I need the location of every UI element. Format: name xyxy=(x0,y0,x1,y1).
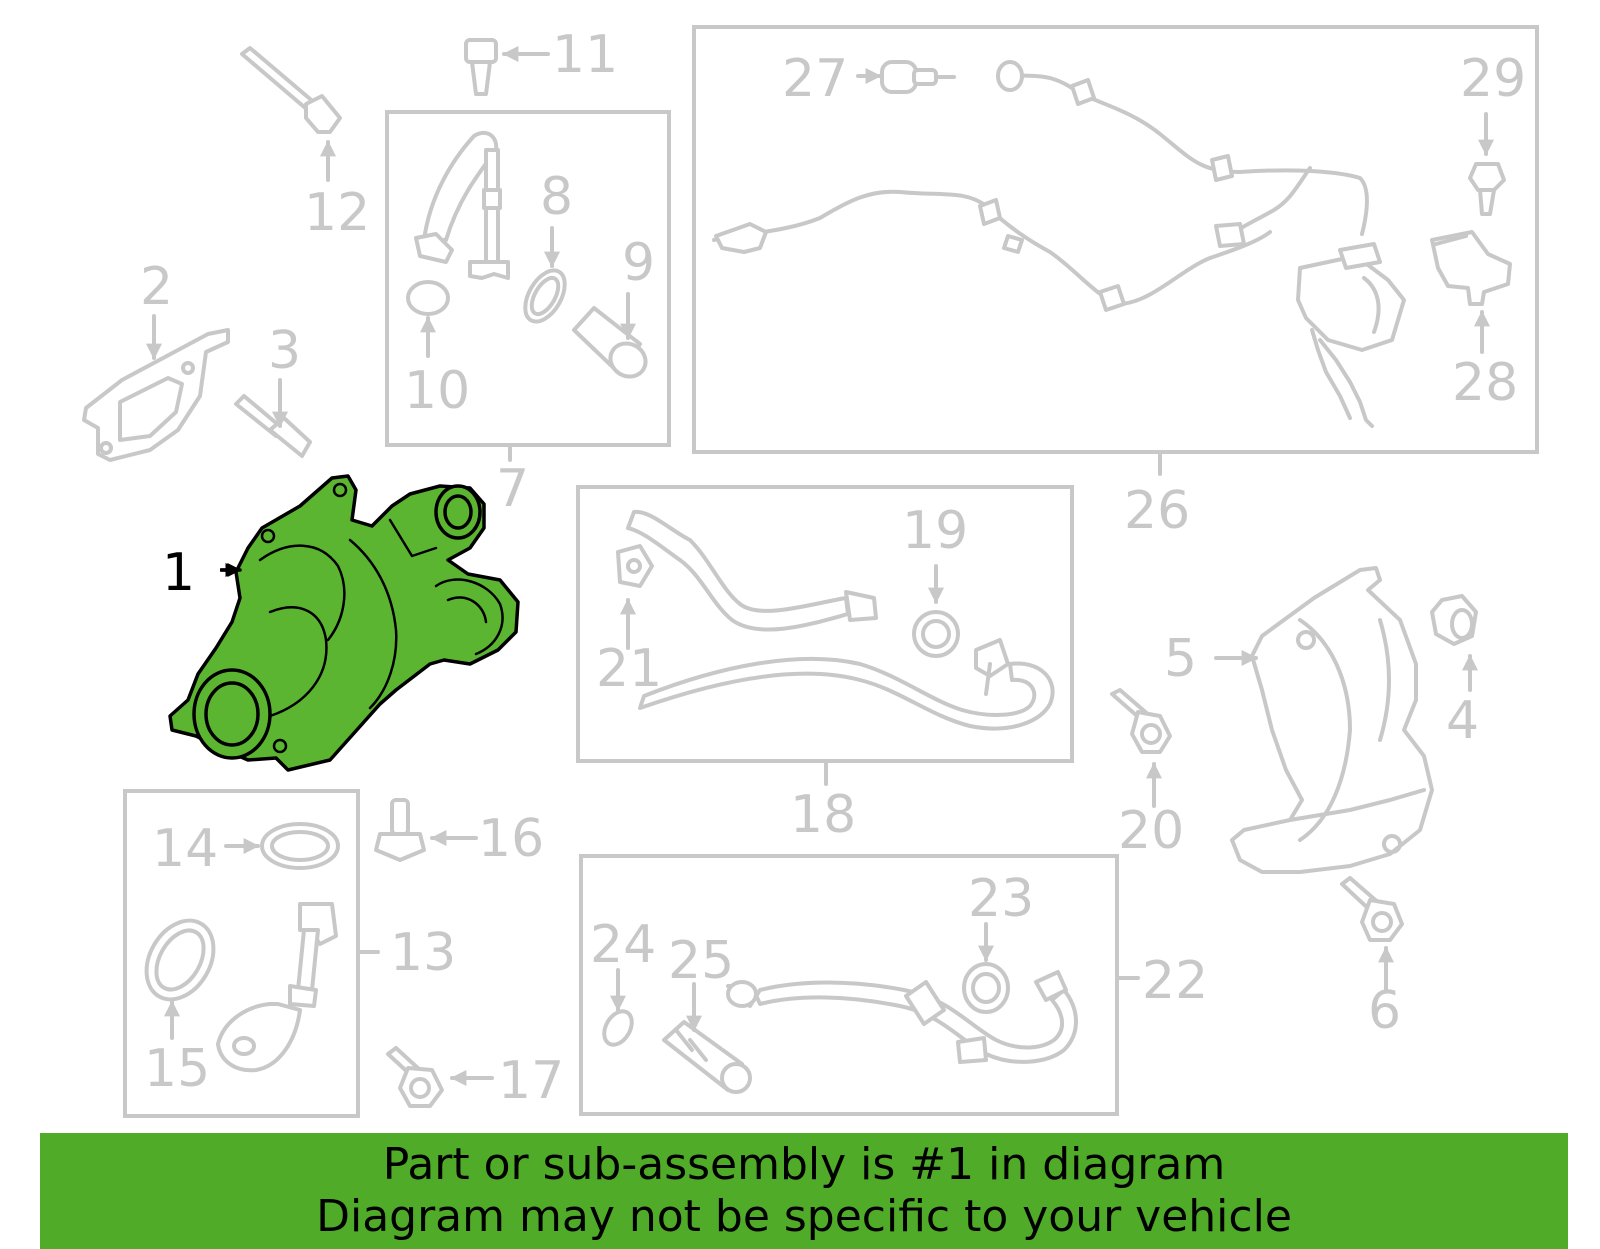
callout-19: 19 xyxy=(902,501,968,561)
group-box-7 xyxy=(385,110,671,447)
fitting-part-9 xyxy=(572,306,648,379)
callout-7: 7 xyxy=(496,459,529,519)
callout-1: 1 xyxy=(162,543,195,603)
callout-25: 25 xyxy=(668,931,734,991)
heat-shield-part-5 xyxy=(1230,566,1434,874)
callout-2: 2 xyxy=(140,257,173,317)
connector-part-27 xyxy=(880,60,956,94)
callout-5: 5 xyxy=(1164,629,1197,689)
callout-12: 12 xyxy=(304,183,370,243)
callout-10: 10 xyxy=(404,361,470,421)
callout-29: 29 xyxy=(1460,49,1526,109)
bolt-part-29 xyxy=(1468,162,1506,216)
seal-part-15 xyxy=(144,918,216,1002)
bolt-part-20 xyxy=(1110,688,1172,754)
callout-14: 14 xyxy=(152,819,218,879)
callout-11: 11 xyxy=(552,25,618,85)
callout-24: 24 xyxy=(590,915,656,975)
seal-part-10 xyxy=(406,280,450,316)
callout-23: 23 xyxy=(968,869,1034,929)
fitting-part-25 xyxy=(662,1020,752,1094)
callout-18: 18 xyxy=(790,785,856,845)
callout-26: 26 xyxy=(1124,481,1190,541)
callout-6: 6 xyxy=(1368,981,1401,1041)
callout-8: 8 xyxy=(540,167,573,227)
callout-21: 21 xyxy=(596,639,662,699)
callout-15: 15 xyxy=(144,1039,210,1099)
banner-line-1: Part or sub-assembly is #1 in diagram xyxy=(382,1139,1226,1190)
oil-line-part-13 xyxy=(216,902,338,1073)
bolt-part-16 xyxy=(374,798,426,862)
callout-17: 17 xyxy=(498,1051,564,1111)
callout-3: 3 xyxy=(268,321,301,381)
banner-line-2: Diagram may not be specific to your vehi… xyxy=(316,1191,1292,1242)
sensor-part-28 xyxy=(1430,230,1512,306)
callout-28: 28 xyxy=(1452,353,1518,413)
group-box-26 xyxy=(692,25,1539,454)
oil-feed-line-part-7 xyxy=(414,130,510,280)
group-box-22 xyxy=(579,854,1119,1116)
stud-part-12 xyxy=(240,46,342,134)
callout-27: 27 xyxy=(782,49,848,109)
stud-part-3 xyxy=(234,394,312,458)
seal-part-23 xyxy=(962,962,1010,1014)
callout-9: 9 xyxy=(622,233,655,293)
seal-part-24 xyxy=(602,1009,634,1047)
bolt-part-11 xyxy=(464,38,498,96)
wiring-harness-part-26 xyxy=(712,60,1406,428)
callout-4: 4 xyxy=(1446,691,1479,751)
callout-20: 20 xyxy=(1118,801,1184,861)
callout-13: 13 xyxy=(390,923,456,983)
seal-part-19 xyxy=(912,610,960,658)
bolt-part-6 xyxy=(1340,876,1404,942)
seal-part-14 xyxy=(260,822,340,870)
bracket-part-2 xyxy=(82,328,230,462)
callout-16: 16 xyxy=(478,809,544,869)
info-banner: Part or sub-assembly is #1 in diagram Di… xyxy=(40,1133,1568,1249)
callout-22: 22 xyxy=(1142,951,1208,1011)
oil-line-part-22 xyxy=(726,970,1078,1064)
bolt-part-17 xyxy=(386,1046,444,1108)
oil-line-part-18 xyxy=(616,509,1055,731)
turbocharger-part-1[interactable] xyxy=(168,474,520,772)
seal-part-8 xyxy=(523,268,567,324)
nut-part-4 xyxy=(1430,594,1478,646)
